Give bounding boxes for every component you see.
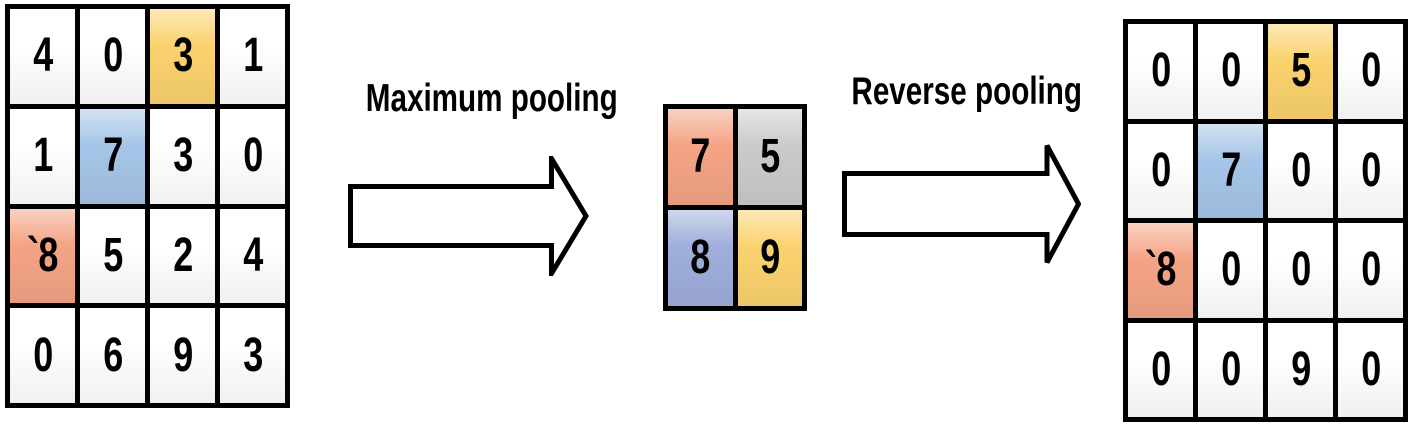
cell-value: 0	[102, 29, 123, 83]
cell-value: 3	[172, 29, 193, 83]
output-cell-r1c2: 0	[1198, 24, 1263, 119]
input-cell-r2c3: 3	[150, 108, 215, 204]
cell-value: 6	[102, 328, 123, 382]
cell-value: 5	[1290, 44, 1311, 98]
cell-value: 4	[242, 228, 263, 282]
input-cell-r1c1: 4	[10, 9, 75, 104]
cell-value: 1	[32, 129, 53, 183]
output-cell-r2c2: 7	[1198, 123, 1263, 218]
max-pooling-arrow-icon	[348, 156, 589, 276]
cell-value: `8	[1145, 243, 1176, 297]
max-pooling-label: Maximum pooling	[365, 77, 618, 120]
output-cell-r4c3: 9	[1268, 322, 1333, 417]
input-cell-r2c2: 7	[80, 108, 145, 204]
cell-value: 7	[1220, 143, 1241, 197]
cell-value: 5	[102, 228, 123, 282]
cell-value: 0	[1220, 44, 1241, 98]
cell-value: 5	[760, 130, 780, 183]
input-cell-r3c3: 2	[150, 208, 215, 304]
cell-value: 8	[690, 231, 711, 284]
cell-value: 2	[172, 228, 193, 282]
cell-value: 0	[1290, 143, 1311, 197]
output-cell-r4c4: 0	[1338, 322, 1403, 417]
pooled-cell-r2c2: 9	[737, 210, 802, 306]
input-cell-r1c4: 1	[220, 9, 285, 104]
input-cell-r2c4: 0	[220, 108, 285, 204]
output-cell-r4c1: 0	[1128, 322, 1193, 417]
input-cell-r3c2: 5	[80, 208, 145, 304]
reverse-pooling-arrow-icon	[842, 144, 1081, 264]
input-cell-r4c4: 3	[220, 308, 285, 403]
cell-value: 0	[1360, 143, 1381, 197]
pooled-feature-map-grid: 7 5 8 9	[663, 104, 807, 311]
output-cell-r1c4: 0	[1338, 24, 1403, 119]
cell-value: 3	[242, 328, 263, 382]
input-cell-r2c1: 1	[10, 108, 75, 204]
cell-value: 4	[32, 29, 53, 83]
cell-value: 7	[102, 129, 123, 183]
cell-value: 0	[1150, 143, 1171, 197]
cell-value: 0	[1360, 342, 1381, 396]
cell-value: 0	[32, 328, 53, 382]
input-cell-r4c3: 9	[150, 308, 215, 403]
reverse-pooling-label: Reverse pooling	[851, 70, 1083, 113]
cell-value: 0	[242, 129, 263, 183]
output-cell-r3c3: 0	[1268, 223, 1333, 318]
cell-value: 0	[1150, 44, 1171, 98]
cell-value: 9	[760, 231, 780, 284]
cell-value: `8	[27, 228, 58, 282]
cell-value: 0	[1220, 243, 1241, 297]
cell-value: 3	[172, 129, 193, 183]
cell-value: 7	[690, 130, 711, 183]
input-cell-r1c2: 0	[80, 9, 145, 104]
cell-value: 9	[1290, 342, 1311, 396]
output-cell-r2c4: 0	[1338, 123, 1403, 218]
input-feature-map-grid: 4 0 3 1 1 7 3 0 `8 5 2 4 0 6 9 3	[5, 4, 290, 408]
output-cell-r3c4: 0	[1338, 223, 1403, 318]
input-cell-r4c1: 0	[10, 308, 75, 403]
unpooled-feature-map-grid: 0 0 5 0 0 7 0 0 `8 0 0 0 0 0 9 0	[1123, 19, 1408, 422]
output-cell-r2c3: 0	[1268, 123, 1333, 218]
cell-value: 9	[172, 328, 193, 382]
output-cell-r1c3: 5	[1268, 24, 1333, 119]
input-cell-r1c3: 3	[150, 9, 215, 104]
output-cell-r4c2: 0	[1198, 322, 1263, 417]
output-cell-r2c1: 0	[1128, 123, 1193, 218]
pooled-cell-r1c2: 5	[737, 109, 802, 205]
input-cell-r3c1: `8	[10, 208, 75, 304]
cell-value: 0	[1150, 342, 1171, 396]
output-cell-r3c2: 0	[1198, 223, 1263, 318]
input-cell-r4c2: 6	[80, 308, 145, 403]
output-cell-r3c1: `8	[1128, 223, 1193, 318]
pooled-cell-r2c1: 8	[668, 210, 733, 306]
cell-value: 0	[1220, 342, 1241, 396]
cell-value: 0	[1360, 44, 1381, 98]
input-cell-r3c4: 4	[220, 208, 285, 304]
output-cell-r1c1: 0	[1128, 24, 1193, 119]
cell-value: 0	[1360, 243, 1381, 297]
cell-value: 1	[242, 29, 263, 83]
cell-value: 0	[1290, 243, 1311, 297]
pooled-cell-r1c1: 7	[668, 109, 733, 205]
